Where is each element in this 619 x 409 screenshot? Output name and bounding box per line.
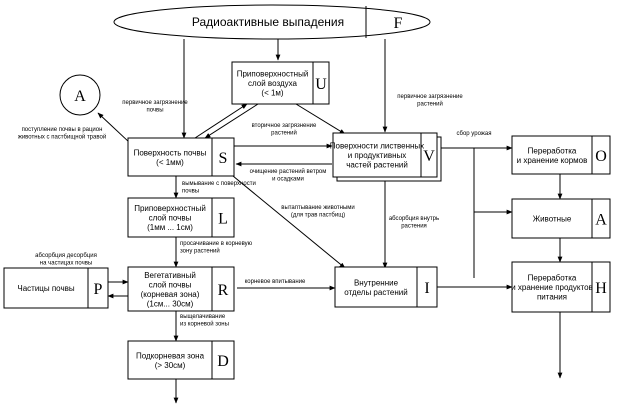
edge-label-leaching: из корневой зоны <box>180 321 229 328</box>
node-o-letter: O <box>595 148 607 165</box>
node-h-label: Переработка <box>528 274 577 283</box>
node-o-box <box>511 135 611 175</box>
node-p: Частицы почвы P <box>3 267 109 309</box>
node-h-box <box>511 261 611 313</box>
node-v-label: Поверхности лиственных <box>330 142 424 151</box>
edge-label-secondary-plants: растений <box>271 130 297 137</box>
edge-label-primary-soil: первичное загрязнение <box>122 100 188 106</box>
edges <box>97 39 563 404</box>
edge-label-desorption: на частицах почвы <box>40 261 92 267</box>
node-i-box <box>334 266 438 308</box>
edge-soil-to-air <box>194 103 248 139</box>
node-r-letter: R <box>218 282 229 299</box>
node-l-label: Приповерхностный <box>134 204 206 213</box>
node-a-letter: A <box>595 212 607 229</box>
node-p-box <box>3 267 109 309</box>
edge-soil-to-animal-circle <box>97 112 131 144</box>
node-o-label: и хранение кормов <box>517 156 588 165</box>
edge-air-to-plants <box>295 103 346 135</box>
node-r-label: слой почвы <box>149 280 192 289</box>
edge-label-trampling: вытаптывание животными <box>281 205 355 211</box>
node-u-label: слой воздуха <box>248 79 297 88</box>
node-p-letter: P <box>94 281 103 298</box>
node-a-label: Животные <box>533 215 572 224</box>
node-d-label: Подкорневая зона <box>136 351 205 360</box>
edge-label-washing-out: почвы <box>182 189 199 195</box>
edge-label-primary-plants: растений <box>417 101 443 108</box>
node-v-letter: V <box>423 148 435 165</box>
node-r-label: Вегетативный <box>144 271 196 280</box>
node-s-box <box>127 137 235 177</box>
node-i-label: Внутренние <box>354 278 399 287</box>
node-v-label: частей растений <box>346 161 408 170</box>
edge-label-primary-soil: почвы <box>146 108 163 114</box>
edge-label-trampling: (для трав пастбищ) <box>291 213 345 219</box>
node-l-box <box>127 197 235 238</box>
edge-air-to-soil <box>204 103 259 139</box>
animal-circle-letter: A <box>74 88 86 105</box>
edge-labels: первичное загрязнение почвы первичное загр… <box>18 94 492 328</box>
edge-label-absorption-inside: абсорбция внутрь <box>389 216 439 222</box>
node-h-label: и хранение продуктов <box>511 283 593 292</box>
node-v-box <box>332 132 438 178</box>
node-u-label: (< 1м) <box>261 89 284 98</box>
edge-label-desorption: абсорбция десорбция <box>35 253 97 259</box>
node-u-letter: U <box>315 76 327 93</box>
node-l-label: слой почвы <box>149 214 192 223</box>
node-r-box <box>127 266 235 312</box>
node-d-label: (> 30см) <box>155 361 186 370</box>
node-l-label: (1мм ... 1см) <box>147 223 193 232</box>
edge-label-harvest: сбор урожая <box>457 131 492 137</box>
node-h-label: питания <box>537 293 567 302</box>
node-d: Подкорневая зона(> 30см) D <box>127 340 235 380</box>
edge-label-root-uptake: корневое впитывание <box>245 279 306 285</box>
node-i-label: отделы растений <box>344 288 407 297</box>
node-d-box <box>127 340 235 380</box>
node-p-label: Частицы почвы <box>17 284 74 293</box>
edge-label-leaching: выщелачивание <box>180 314 226 320</box>
node-a-box <box>511 198 611 239</box>
edge-label-secondary-plants: вторичное загрязнение <box>252 123 317 129</box>
node-d-letter: D <box>217 353 229 370</box>
node-s-label: (< 1мм) <box>156 158 184 167</box>
edge-label-seepage: просачивание в корневую <box>180 241 253 247</box>
fallout-letter: F <box>394 15 403 32</box>
node-r-label: (корневая зона) <box>141 290 200 299</box>
node-l-letter: L <box>218 211 228 228</box>
node-s-letter: S <box>219 150 228 167</box>
edge-label-wind-cleaning: очищение растений ветром <box>250 168 327 175</box>
edge-label-soil-to-animals: поступление почвы в рацион <box>22 127 103 133</box>
node-o-label: Переработка <box>528 146 577 155</box>
fallout-node: Радиоактивные выпадения F <box>113 4 431 40</box>
node-r-label: (1см... 30см) <box>147 299 194 308</box>
node-a: Животные A <box>511 198 611 239</box>
edge-label-washing-out: вымывание с поверхности <box>182 181 256 187</box>
edge-label-wind-cleaning: и осадками <box>272 177 304 183</box>
node-i-letter: I <box>424 280 429 297</box>
node-h-letter: H <box>595 280 607 297</box>
fallout-label: Радиоактивные выпадения <box>192 15 344 29</box>
node-u-label: Приповерхностный <box>237 70 309 79</box>
animal-circle-node: A <box>59 74 101 116</box>
edge-label-absorption-inside: растения <box>401 224 427 230</box>
edge-label-primary-plants: первичное загрязнение <box>397 94 463 100</box>
edge-soil-to-inner <box>232 175 346 269</box>
node-s: Поверхность почвы(< 1мм) S <box>127 137 235 177</box>
edge-label-soil-to-animals: животных с пастбищной травой <box>18 134 106 141</box>
node-s-label: Поверхность почвы <box>134 148 207 157</box>
edge-label-seepage: зону растений <box>180 248 220 255</box>
node-v-label: и продуктивных <box>348 151 407 160</box>
